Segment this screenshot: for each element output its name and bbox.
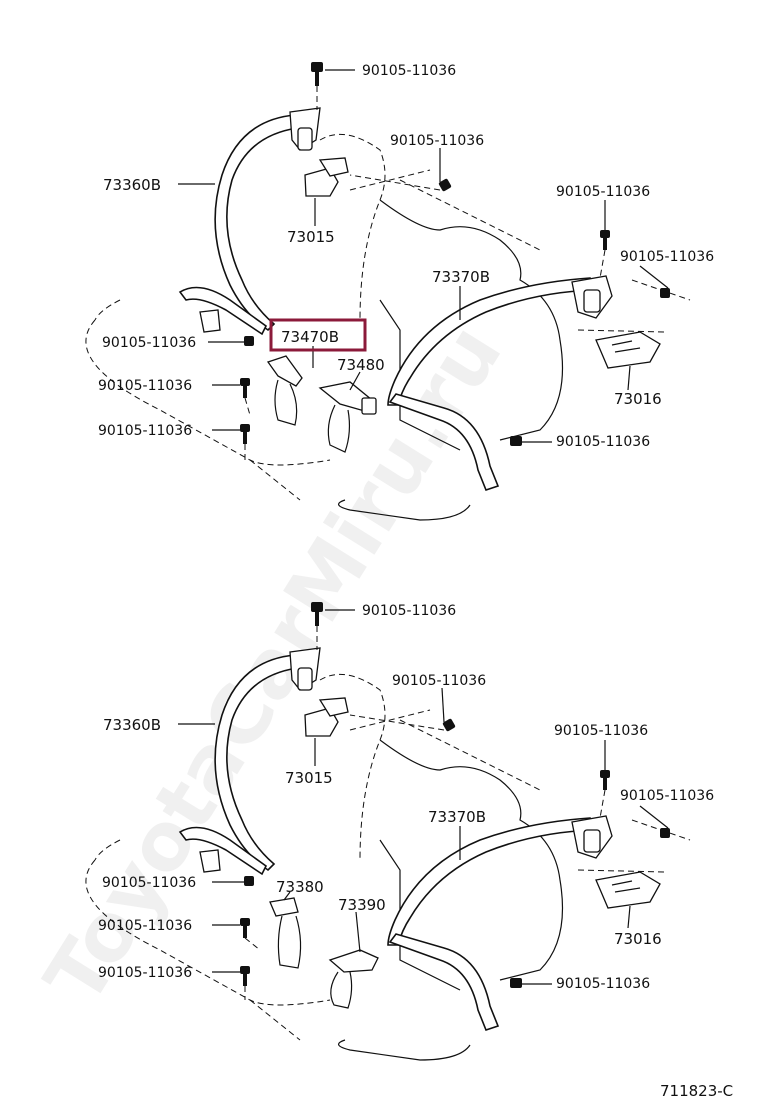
- bolt-label: 90105-11036: [98, 378, 192, 394]
- bolt-icon: [311, 602, 323, 626]
- buckle-center-top: [266, 355, 303, 387]
- bolt-label: 90105-11036: [98, 918, 192, 934]
- outer-belt-right-bottom: [387, 817, 596, 946]
- part-label-73015: 73015: [287, 228, 335, 246]
- part-label-73016: 73016: [614, 390, 662, 408]
- bolt-icon: [244, 336, 254, 346]
- bottom-assembly: [85, 647, 691, 1061]
- bolt-icon: [438, 178, 452, 192]
- bolt-icon: [442, 718, 456, 732]
- drawing-number: 711823-C: [660, 1082, 733, 1100]
- bolt-label: 90105-11036: [102, 875, 196, 891]
- part-label-73370b: 73370B: [428, 808, 486, 826]
- part-label-73370b: 73370B: [432, 268, 490, 286]
- bolt-label: 90105-11036: [556, 976, 650, 992]
- bolt-icon: [660, 288, 670, 298]
- buckle-lower-center: [328, 949, 379, 973]
- bolts-bottom: [240, 602, 670, 988]
- bolt-icon: [311, 62, 323, 86]
- part-label-73470b[interactable]: 73470B: [281, 328, 339, 346]
- bolt-icon: [510, 436, 522, 446]
- bolt-label: 90105-11036: [362, 63, 456, 79]
- bolt-label: 90105-11036: [556, 434, 650, 450]
- bolt-icon: [240, 424, 250, 444]
- bolt-label: 90105-11036: [98, 423, 192, 439]
- seat-cushion-outline-top: [85, 319, 331, 466]
- bolt-icon: [240, 918, 250, 938]
- bolt-icon: [240, 966, 250, 986]
- bolt-label: 90105-11036: [362, 603, 456, 619]
- bolt-label: 90105-11036: [554, 723, 648, 739]
- bolt-icon: [510, 978, 522, 988]
- bolt-label: 90105-11036: [102, 335, 196, 351]
- seat-back-outline-bottom: [319, 673, 386, 861]
- bolt-icon: [660, 828, 670, 838]
- highlight-box-73470b[interactable]: [269, 318, 367, 352]
- bolt-icon: [600, 230, 610, 250]
- outer-belt-left-bottom: [214, 654, 299, 872]
- bolt-icon: [244, 876, 254, 886]
- bolt-label: 90105-11036: [98, 965, 192, 981]
- bolt-label: 90105-11036: [556, 184, 650, 200]
- bolts-top: [240, 62, 670, 446]
- bolt-label: 90105-11036: [620, 249, 714, 265]
- part-label-73480: 73480: [337, 356, 385, 374]
- bolt-label: 90105-11036: [390, 133, 484, 149]
- bolt-label: 90105-11036: [392, 673, 486, 689]
- part-label-73380: 73380: [276, 878, 324, 896]
- bolt-icon: [240, 378, 250, 398]
- part-label-73015: 73015: [285, 769, 333, 787]
- part-label-73016: 73016: [614, 930, 662, 948]
- bolt-icon: [600, 770, 610, 790]
- seat-cushion-outline-bottom: [85, 859, 331, 1006]
- seat-back-outline-top: [319, 133, 386, 321]
- bolt-label: 90105-11036: [620, 788, 714, 804]
- part-label-73360b: 73360B: [103, 176, 161, 194]
- buckle-lower-left: [269, 897, 299, 917]
- part-label-73390: 73390: [338, 896, 386, 914]
- part-label-73360b: 73360B: [103, 716, 161, 734]
